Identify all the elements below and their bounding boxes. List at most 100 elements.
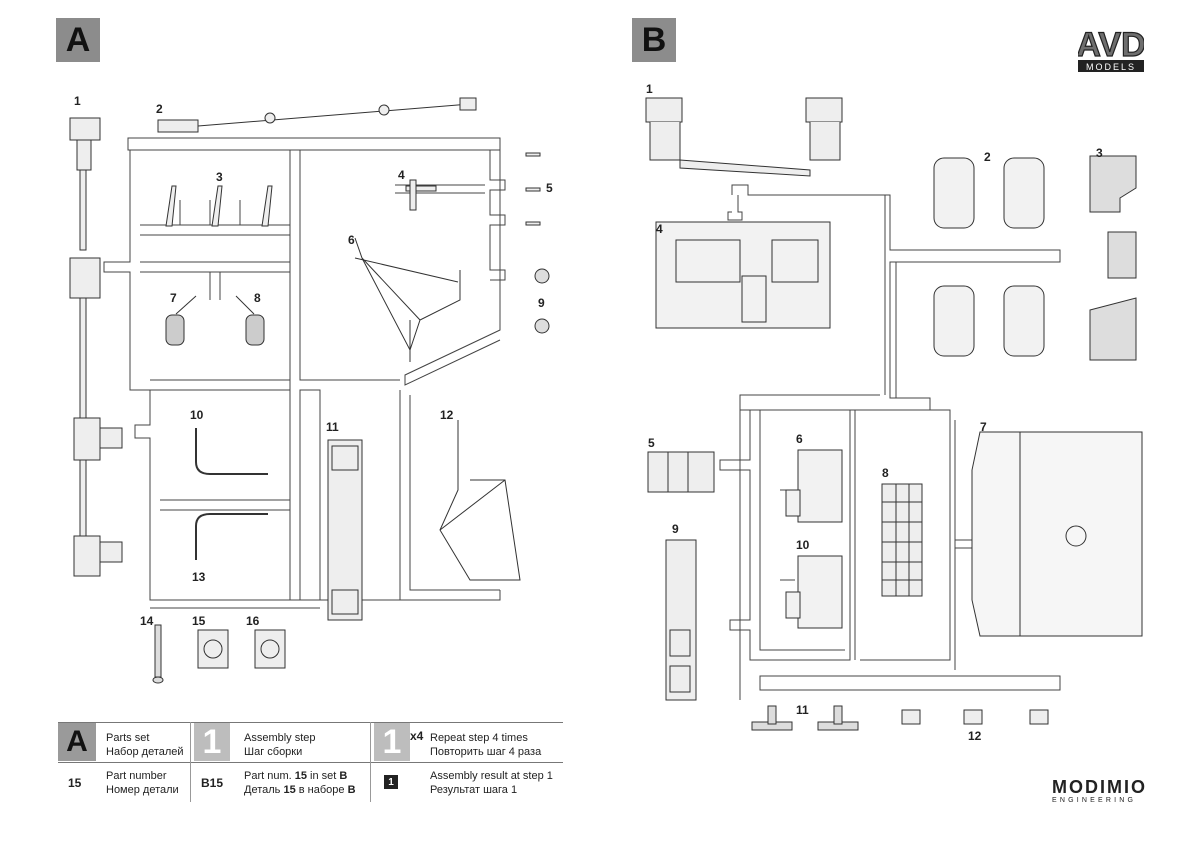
legend-table: A Parts set Набор деталей 1 Assembly ste… (58, 722, 563, 802)
part-b12-clamps (901, 709, 1049, 725)
avd-logo-text: AVD (1078, 26, 1144, 64)
legend-set-en: Parts set (106, 732, 150, 744)
avd-logo: AVD MODELS (1076, 22, 1146, 72)
sheet-b-letter: B (641, 20, 667, 59)
part-b7-platform (971, 431, 1143, 637)
part-a16-gauge (254, 629, 286, 669)
sprue-a-frame (127, 137, 501, 151)
part-a6-frame (354, 237, 461, 362)
part-a-label-11: 11 (326, 420, 339, 434)
legend-divider-1 (190, 722, 191, 802)
part-a-label-8: 8 (254, 291, 261, 305)
sprue-b-frame (731, 184, 1061, 411)
legend-step-badge: 1 (194, 723, 230, 761)
legend-mid-rule (58, 762, 563, 763)
part-a-label-16: 16 (246, 614, 260, 628)
part-b2-seats (933, 157, 1045, 357)
part-a-label-7: 7 (170, 291, 177, 305)
part-a-label-12: 12 (440, 408, 454, 422)
part-b-label-10: 10 (796, 538, 810, 552)
part-b4-panel (655, 221, 831, 329)
part-a10-pipe (195, 428, 268, 475)
part-a-label-9: 9 (538, 296, 545, 310)
legend-setpart-en: Part num. 15 in set B (244, 770, 348, 782)
part-a-label-1: 1 (74, 94, 81, 108)
part-a-label-6: 6 (348, 233, 355, 247)
legend-set-ru: Набор деталей (106, 746, 184, 758)
part-a2-rod (157, 97, 477, 133)
part-b3-treadplate (1089, 155, 1137, 361)
part-a11-panel (327, 439, 363, 621)
part-b11-bolts (751, 705, 859, 731)
modimio-logo-subtext: ENGINEERING (1052, 797, 1137, 804)
legend-repeat-en: Repeat step 4 times (430, 732, 528, 744)
part-b-label-6: 6 (796, 432, 803, 446)
part-b1-bracket (645, 97, 843, 177)
part-b-label-1: 1 (646, 82, 653, 96)
part-a-label-15: 15 (192, 614, 206, 628)
legend-row-2: 15 Part number Номер детали B15 Part num… (58, 763, 563, 803)
part-a13-pipe (195, 513, 268, 560)
legend-set-badge: A (58, 723, 96, 761)
part-b-label-4: 4 (656, 222, 663, 236)
part-a5-pins (525, 152, 541, 226)
legend-result-badge: 1 (384, 775, 398, 789)
part-b8-grid (881, 483, 923, 597)
part-b-label-11: 11 (796, 703, 809, 717)
part-a-label-3: 3 (216, 170, 223, 184)
part-b6-box (785, 449, 843, 523)
part-a3-levers (165, 185, 273, 227)
part-b-label-7: 7 (980, 420, 987, 434)
legend-repeat-mult: x4 (410, 729, 424, 743)
legend-divider-2 (370, 722, 371, 802)
part-b-label-2: 2 (984, 150, 991, 164)
part-a-label-14: 14 (140, 614, 154, 628)
part-a1-driveshaft (69, 117, 123, 577)
part-a-label-13: 13 (192, 570, 206, 584)
part-b-label-5: 5 (648, 436, 655, 450)
part-a8-mirror (235, 295, 265, 346)
part-b9-panel (665, 539, 697, 701)
sheet-a-badge: A (56, 18, 100, 62)
sprue-a-drawing (69, 97, 550, 684)
legend-step-en: Assembly step (244, 732, 316, 744)
part-b-label-12: 12 (968, 729, 982, 743)
part-a4-fitting (405, 179, 437, 211)
part-b5-barrel (647, 451, 715, 493)
legend-part-en: Part number (106, 770, 167, 782)
legend-step-ru: Шаг сборки (244, 746, 303, 758)
modimio-logo: MODIMIO ENGINEERING (1052, 777, 1146, 804)
part-a15-gauge (197, 629, 229, 669)
legend-set-text: Parts set Набор деталей (106, 731, 184, 759)
part-a-label-4: 4 (398, 168, 405, 182)
legend-setpart-text: Part num. 15 in set B Деталь 15 в наборе… (244, 769, 356, 797)
part-a9-discs (534, 268, 550, 334)
legend-repeat-badge: 1 (374, 723, 410, 761)
legend-repeat-ru: Повторить шаг 4 раза (430, 746, 542, 758)
part-b-label-8: 8 (882, 466, 889, 480)
legend-repeat-text: Repeat step 4 times Повторить шаг 4 раза (430, 731, 541, 759)
legend-setpart-example: B15 (201, 776, 224, 790)
legend-row-1: A Parts set Набор деталей 1 Assembly ste… (58, 723, 563, 763)
legend-part-example: 15 (68, 776, 82, 790)
sheet-b-badge: B (632, 18, 676, 62)
part-a14-rod (152, 624, 164, 684)
part-b-label-9: 9 (672, 522, 679, 536)
modimio-logo-text: MODIMIO (1052, 777, 1147, 797)
legend-part-ru: Номер детали (106, 784, 179, 796)
legend-setpart-ru: Деталь 15 в наборе B (244, 784, 356, 796)
legend-result-ru: Результат шага 1 (430, 784, 518, 796)
sprue-b-drawing (645, 97, 1143, 731)
legend-result-text: Assembly result at step 1 Результат шага… (430, 769, 553, 797)
avd-logo-subtext: MODELS (1086, 62, 1136, 72)
legend-result-en: Assembly result at step 1 (430, 770, 553, 782)
legend-step-text: Assembly step Шаг сборки (244, 731, 316, 759)
part-b-label-3: 3 (1096, 146, 1103, 160)
part-a7-mirror (165, 295, 197, 346)
sheet-a-letter: A (65, 20, 91, 59)
part-b10-box (785, 555, 843, 629)
part-a-label-5: 5 (546, 181, 553, 195)
part-a12-frame (439, 420, 521, 581)
legend-top-rule (58, 722, 563, 723)
